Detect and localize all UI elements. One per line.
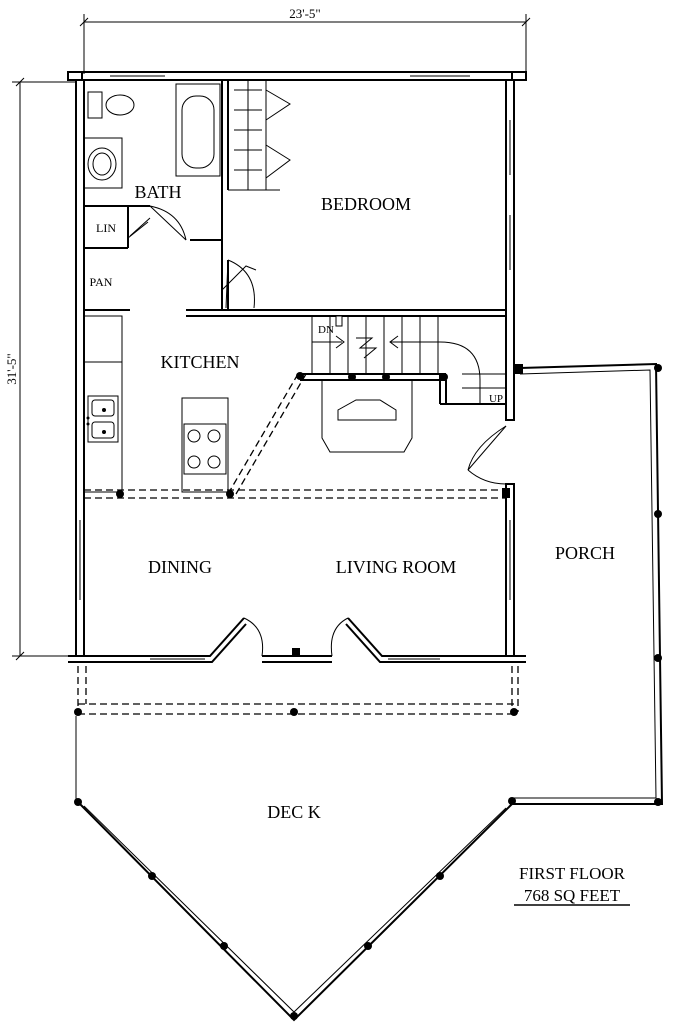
fireplace [321, 379, 413, 453]
room-label-bath: BATH [134, 182, 181, 202]
posts [74, 364, 523, 716]
kitchen-island-range [181, 397, 229, 493]
width-dimension-label: 23'-5" [289, 6, 320, 21]
height-dimension-label: 31'-5" [4, 353, 19, 384]
exterior-walls [67, 71, 527, 663]
room-label-kitchen: KITCHEN [161, 352, 240, 372]
room-label-linen: LIN [96, 221, 116, 235]
beam-lines [77, 373, 519, 715]
plan-title: FIRST FLOOR 768 SQ FEET [514, 864, 630, 906]
width-dimension: 23'-5" [79, 6, 531, 74]
stair-label-up: UP [489, 393, 503, 405]
stair-label-down: DN [318, 324, 334, 336]
porch-railing [508, 362, 664, 806]
plan-title-line2: 768 SQ FEET [524, 886, 621, 905]
room-label-porch: PORCH [555, 543, 615, 563]
kitchen-sink [86, 395, 119, 443]
room-label-deck: DEC K [267, 802, 321, 822]
closet-doors [234, 89, 291, 179]
windows [79, 75, 511, 660]
room-label-dining: DINING [148, 557, 212, 577]
height-dimension: 31'-5" [4, 77, 76, 661]
plan-title-line1: FIRST FLOOR [519, 864, 626, 883]
staircase [311, 315, 506, 404]
room-label-bedroom: BEDROOM [321, 194, 411, 214]
room-label-living-room: LIVING ROOM [336, 557, 457, 577]
room-label-pantry: PAN [90, 275, 113, 289]
interior-walls [83, 80, 506, 493]
bath-fixtures [83, 83, 221, 241]
deck-railing [74, 716, 513, 1022]
entry-doors [243, 425, 507, 657]
bedroom-door [221, 259, 257, 309]
